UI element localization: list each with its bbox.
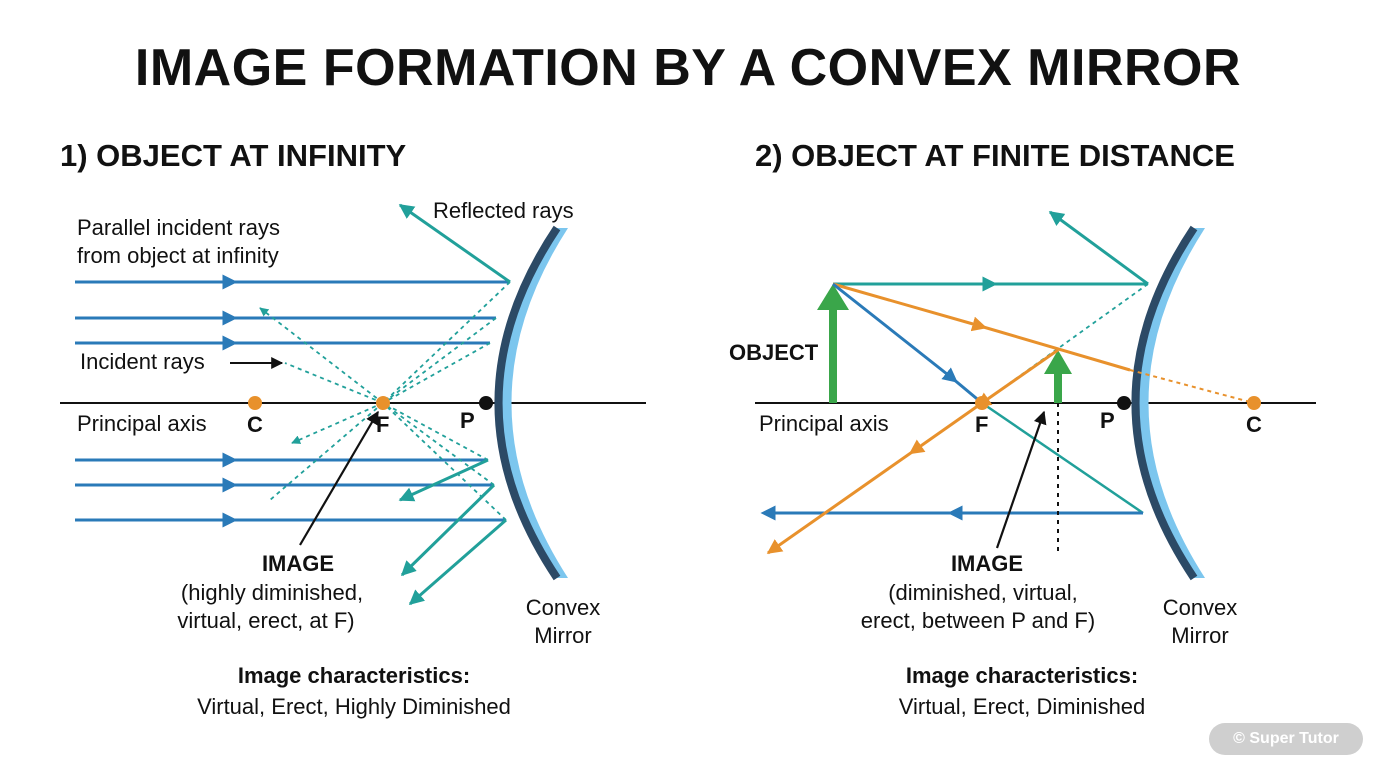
image-title: IMAGE: [262, 551, 334, 576]
dashed-ray: [382, 281, 511, 404]
image-pointer-arrow: [299, 410, 379, 546]
incident-rays-label: Incident rays: [80, 349, 205, 374]
dashed-ray: [284, 362, 384, 404]
dashed-ray: [382, 402, 495, 486]
parallel-rays-label-2: from object at infinity: [77, 243, 279, 268]
point-p: [1117, 396, 1131, 410]
image-desc-2: erect, between P and F): [861, 608, 1095, 633]
image-desc-1: (diminished, virtual,: [888, 580, 1078, 605]
reflected-ray: [400, 483, 496, 577]
label-c: C: [247, 412, 263, 437]
reflected-ray: [398, 458, 489, 502]
convex-mirror-edge: [494, 225, 561, 581]
principal-axis-label: Principal axis: [759, 411, 889, 436]
image-arrow-head: [1044, 350, 1072, 374]
reflected-rays: [398, 203, 511, 606]
characteristics-text: Virtual, Erect, Diminished: [899, 694, 1146, 719]
image-desc-2: virtual, erect, at F): [177, 608, 354, 633]
dashed-ray: [382, 402, 489, 461]
panel1-heading: 1) OBJECT AT INFINITY: [60, 138, 407, 173]
image-desc-1: (highly diminished,: [181, 580, 363, 605]
panel-2: 2) OBJECT AT FINITE DISTANCE F: [729, 138, 1316, 719]
label-f: F: [975, 412, 988, 437]
mirror-label-2: Mirror: [1171, 623, 1228, 648]
point-c: [248, 396, 262, 410]
incident-rays-bottom: [75, 452, 506, 528]
panel-1: 1) OBJECT AT INFINITY: [60, 138, 646, 719]
reflected-ray-1: [1048, 210, 1149, 286]
point-p: [479, 396, 493, 410]
characteristics-title: Image characteristics:: [906, 663, 1138, 688]
image-title: IMAGE: [951, 551, 1023, 576]
image-pointer-arrow: [995, 410, 1047, 549]
point-f: [975, 396, 989, 410]
virtual-extensions: [259, 281, 511, 521]
reflected-ray: [398, 203, 511, 284]
mirror-label-1: Convex: [526, 595, 601, 620]
orange-extension-ray: [766, 348, 1059, 555]
principal-axis-label: Principal axis: [77, 411, 207, 436]
incident-rays-top: [75, 274, 510, 351]
mirror-label-2: Mirror: [534, 623, 591, 648]
point-f: [376, 396, 390, 410]
dashed-ray: [291, 402, 384, 444]
reflected-ray: [408, 518, 507, 606]
dashed-ray: [259, 307, 384, 404]
incident-ray-toward-f: [832, 282, 983, 405]
watermark-badge: © Super Tutor: [1209, 723, 1363, 755]
incident-ray-toward-c: [832, 282, 1131, 372]
mirror-label-1: Convex: [1163, 595, 1238, 620]
parallel-rays-label-1: Parallel incident rays: [77, 215, 280, 240]
object-label: OBJECT: [729, 340, 819, 365]
point-c: [1247, 396, 1261, 410]
label-c: C: [1246, 412, 1262, 437]
characteristics-title: Image characteristics:: [238, 663, 470, 688]
label-f: F: [376, 412, 389, 437]
convex-mirror-edge: [1131, 225, 1198, 581]
page-title: IMAGE FORMATION BY A CONVEX MIRROR: [134, 39, 1242, 97]
dashed-ray: [1129, 369, 1255, 404]
dashed-ray: [269, 402, 384, 501]
characteristics-text: Virtual, Erect, Highly Diminished: [197, 694, 511, 719]
label-p: P: [460, 408, 475, 433]
dashed-ray: [382, 317, 497, 404]
label-p: P: [1100, 408, 1115, 433]
ray-line: [981, 401, 1144, 515]
object-arrow-head: [817, 284, 849, 310]
reflected-rays-label: Reflected rays: [433, 198, 574, 223]
panel2-heading: 2) OBJECT AT FINITE DISTANCE: [755, 138, 1235, 173]
dashed-ray: [382, 342, 491, 404]
